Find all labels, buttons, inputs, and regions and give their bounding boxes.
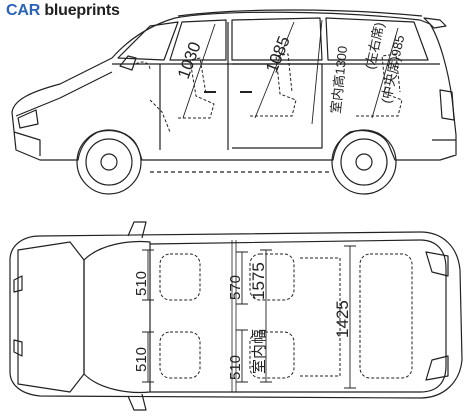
side-view	[11, 9, 457, 195]
top-front-grille	[13, 275, 23, 357]
logo-brand-text: CAR	[6, 2, 41, 19]
logo-rest-text: blueprints	[40, 2, 120, 19]
side-sliding-door	[232, 63, 323, 149]
side-roof-rail	[177, 9, 423, 17]
dim-front-right-seat-width: 510	[133, 347, 150, 372]
top-mirror-right	[127, 393, 147, 411]
side-headlight	[17, 109, 39, 129]
top-mirror-left	[127, 221, 147, 239]
top-dimension-labels: 510 510 570 510 室内幅 1575 1425	[133, 262, 352, 380]
dim-front-left-seat-width: 510	[133, 271, 150, 296]
dim-third-row-length: 1425	[333, 300, 352, 338]
side-interior-seats	[135, 53, 403, 133]
side-front-bumper	[13, 131, 41, 156]
top-dimension-lines	[142, 245, 356, 389]
side-taillight	[439, 89, 455, 121]
side-rear-spoiler	[423, 17, 447, 29]
side-mirror	[119, 55, 137, 71]
top-rear-light-lower	[425, 355, 449, 381]
dim-center-width-bottom: 510	[227, 355, 244, 380]
dim-interior-height: 室内高1300	[328, 45, 350, 114]
top-hood	[17, 241, 85, 393]
dim-center-seat: (中央席)985	[378, 34, 407, 105]
dim-center-width-top: 570	[227, 275, 244, 300]
side-front-door	[159, 22, 229, 150]
side-window-rear	[325, 17, 429, 61]
side-windshield	[117, 21, 179, 61]
side-dimension-labels: 1030 1085 室内高1300 (左右席) (中央席)985	[174, 21, 407, 114]
top-center-lines	[231, 240, 237, 392]
car-blueprints-logo: CAR blueprints	[6, 2, 120, 20]
side-window-front	[169, 19, 227, 61]
dim-interior-width-value: 1575	[249, 262, 268, 300]
side-front-wheel	[76, 129, 142, 195]
side-window-middle	[231, 17, 323, 61]
top-view	[9, 221, 463, 411]
top-body-outline	[9, 231, 463, 399]
top-roof	[149, 239, 447, 393]
top-rear-light-upper	[425, 251, 449, 277]
dim-interior-width-label: 室内幅	[251, 329, 268, 374]
top-interior-seats	[159, 253, 413, 379]
side-dimension-lines	[182, 19, 399, 125]
side-rear-wheel	[331, 129, 397, 195]
side-hood-line	[15, 71, 113, 117]
